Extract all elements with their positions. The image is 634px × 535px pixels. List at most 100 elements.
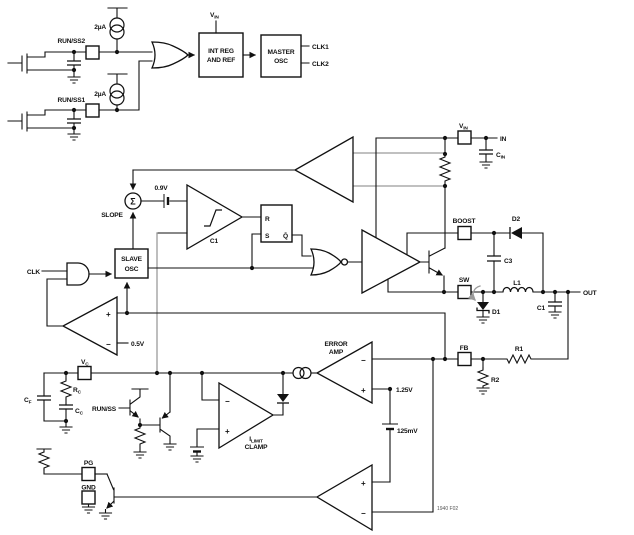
gnd-pin-square — [81, 490, 96, 505]
vref-label: 1.25V — [396, 387, 413, 394]
clk2-label: CLK2 — [312, 61, 329, 68]
c1-output-label: C1 — [537, 305, 546, 312]
ground-icon — [67, 69, 81, 84]
pg-npn-icon — [98, 473, 115, 520]
master-osc-label-2: OSC — [274, 58, 288, 65]
and-gate-icon — [66, 262, 90, 286]
soft-start-section: 2µA RUN/SS2 2µA RUN/SS1 — [7, 7, 189, 141]
hysteresis-icon — [204, 209, 222, 227]
pg-pin-square — [81, 466, 96, 482]
gm-output-icon — [292, 366, 318, 380]
d2-label: D2 — [512, 216, 521, 223]
modulator-section: Σ SLOPE 0.9V C1 R S Q̄ SLAVE OSC CLK + −… — [27, 183, 446, 374]
pg-pullup-resistor-icon — [36, 448, 83, 475]
nor-gate-icon — [309, 248, 342, 276]
compensation-section: VC CF RC CC RUN/SS — [24, 359, 294, 459]
ground-icon — [59, 420, 73, 434]
cf-label: CF — [24, 397, 32, 406]
clamp-npn-icon — [118, 388, 149, 426]
latch-s-label: S — [265, 233, 270, 240]
error-amp-label-2: AMP — [329, 349, 344, 356]
ilimit-clamp-section: − + ILIMIT CLAMP — [190, 372, 289, 463]
current-source-2ua-2-icon — [107, 73, 128, 111]
plus-sign: + — [361, 386, 366, 395]
cin-cap-icon — [479, 137, 493, 169]
minus-sign: − — [361, 509, 366, 518]
latch-r-label: R — [265, 216, 270, 223]
power-good-section: + − 1940 F02 PG GND — [36, 358, 458, 532]
vin-pin-square — [457, 130, 472, 145]
pg-comparator-icon — [315, 463, 373, 532]
pg-offset-battery-icon — [382, 388, 398, 483]
slave-osc-label-2: OSC — [125, 266, 139, 273]
mosfet-1-icon — [7, 51, 75, 74]
boost-pin-label: BOOST — [453, 218, 476, 225]
clk1-label: CLK1 — [312, 44, 329, 51]
rc-label: RC — [73, 387, 82, 396]
sw-pin-label: SW — [459, 277, 470, 284]
mosfet-2-icon — [7, 109, 75, 132]
cc-cap-icon — [59, 398, 73, 422]
int-reg-block — [198, 32, 244, 78]
cf-cap-icon — [37, 372, 67, 422]
ground-icon — [67, 127, 81, 141]
out-net-label: OUT — [583, 290, 597, 297]
current-comparator-icon — [186, 183, 244, 251]
sense-and-input-section: VIN IN CIN — [129, 123, 507, 249]
fb-pin-square — [457, 351, 472, 367]
error-amp-label-1: ERROR — [324, 341, 347, 348]
run-ss2-label: RUN/SS2 — [57, 38, 85, 45]
rc-resistor-icon — [59, 372, 73, 400]
l1-inductor-icon — [502, 286, 534, 293]
clamp-diode-icon — [272, 372, 289, 416]
r1-resistor-icon — [504, 353, 536, 365]
feedback-section: R1 FB R2 ERROR AMP − + 1.25V 125mV — [292, 291, 569, 483]
ilimit-clamp-icon — [218, 381, 275, 450]
d2-diode-icon — [509, 227, 544, 293]
run-ss1-pin-square — [85, 103, 100, 118]
power-stage-section: BOOST D2 C3 SW D1 L1 OUT — [361, 216, 597, 324]
l1-label: L1 — [513, 280, 521, 287]
vc-pin-label: VC — [81, 359, 89, 368]
sw-pin-square — [457, 284, 472, 300]
c3-cap-icon — [487, 232, 501, 293]
minus-sign: − — [225, 397, 230, 406]
gnd-pin-label: GND — [81, 485, 96, 492]
offset-voltage-label: 0.9V — [155, 185, 169, 192]
run-ss-label: RUN/SS — [92, 406, 117, 413]
ilimit-label: ILIMIT — [249, 436, 263, 445]
latch-qbar-label: Q̄ — [283, 231, 288, 240]
minus-sign: − — [361, 356, 366, 365]
r1-label: R1 — [515, 346, 524, 353]
slave-osc-label-1: SLAVE — [121, 256, 142, 263]
ground-icon — [81, 503, 96, 514]
sigma-label: Σ — [130, 197, 136, 207]
boost-pin-square — [457, 225, 472, 241]
in-net-label: IN — [500, 136, 507, 143]
softstart-cap-1-icon — [67, 51, 81, 71]
vin-pin-label: VIN — [459, 123, 468, 132]
master-osc-label-1: MASTER — [268, 49, 295, 56]
pg-offset-label: 125mV — [397, 428, 418, 435]
top-blocks-section: INT REG AND REF VIN MASTER OSC CLK1 CLK2 — [187, 12, 329, 78]
power-npn-icon — [419, 247, 446, 293]
figure-note: 1940 F02 — [437, 506, 458, 512]
error-amp-icon — [315, 340, 373, 405]
clamp-resistor-icon — [133, 424, 147, 459]
plus-sign: + — [361, 479, 366, 488]
driver-amp-icon — [361, 228, 422, 295]
r2-resistor-icon — [476, 358, 490, 395]
c1-comparator-label: C1 — [210, 238, 219, 245]
nor-bubble-icon — [340, 258, 349, 266]
rs-latch-block — [260, 204, 293, 243]
clamp-pnp-icon — [139, 372, 177, 451]
minus-sign: − — [106, 340, 111, 349]
clamp-label: CLAMP — [245, 444, 268, 451]
d1-label: D1 — [492, 309, 501, 316]
slope-label: SLOPE — [101, 212, 123, 219]
threshold-label: 0.5V — [131, 341, 145, 348]
current-2-label: 2µA — [94, 91, 106, 98]
current-source-2ua-1-icon — [107, 7, 128, 53]
